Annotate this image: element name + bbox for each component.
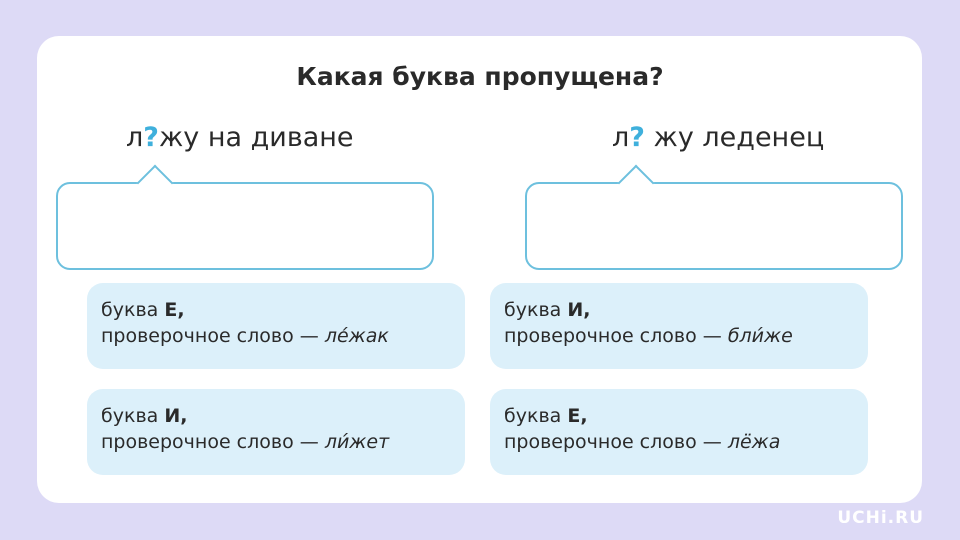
option-word: ле́жак (324, 325, 389, 347)
option-card[interactable]: буква Е, проверочное слово — лёжа (490, 389, 868, 475)
phrase-start: л (126, 122, 144, 153)
option-word: ли́жет (324, 431, 390, 453)
option-word: лёжа (727, 431, 781, 453)
option-label: проверочное слово — (101, 325, 325, 347)
option-letter: Е (567, 405, 581, 427)
phrase-end: жу на диване (158, 122, 354, 153)
phrase-start: л (612, 122, 630, 153)
option-prefix: буква (101, 299, 165, 321)
option-comma: , (580, 405, 588, 427)
option-comma: , (180, 405, 188, 427)
option-letter: И (164, 405, 181, 427)
option-label: проверочное слово — (504, 431, 728, 453)
option-card[interactable]: буква Е, проверочное слово — ле́жак (87, 283, 465, 369)
phrase-left: л?жу на диване (126, 122, 354, 153)
option-comma: , (583, 299, 591, 321)
option-word: бли́же (727, 325, 793, 347)
option-label: проверочное слово — (504, 325, 728, 347)
option-letter: Е (164, 299, 178, 321)
missing-letter-mark: ? (143, 122, 159, 153)
page-title: Какая буква пропущена? (296, 62, 664, 91)
option-prefix: буква (101, 405, 165, 427)
answer-drop-zone-left[interactable] (56, 164, 434, 270)
phrase-end: жу леденец (644, 122, 825, 153)
option-prefix: буква (504, 405, 568, 427)
option-label: проверочное слово — (101, 431, 325, 453)
option-card[interactable]: буква И, проверочное слово — ли́жет (87, 389, 465, 475)
option-card[interactable]: буква И, проверочное слово — бли́же (490, 283, 868, 369)
option-prefix: буква (504, 299, 568, 321)
missing-letter-mark: ? (629, 122, 645, 153)
phrase-right: л? жу леденец (612, 122, 824, 153)
option-letter: И (567, 299, 584, 321)
answer-drop-zone-right[interactable] (525, 164, 903, 270)
option-comma: , (177, 299, 185, 321)
uchi-logo: UCHi.RU (837, 508, 924, 528)
